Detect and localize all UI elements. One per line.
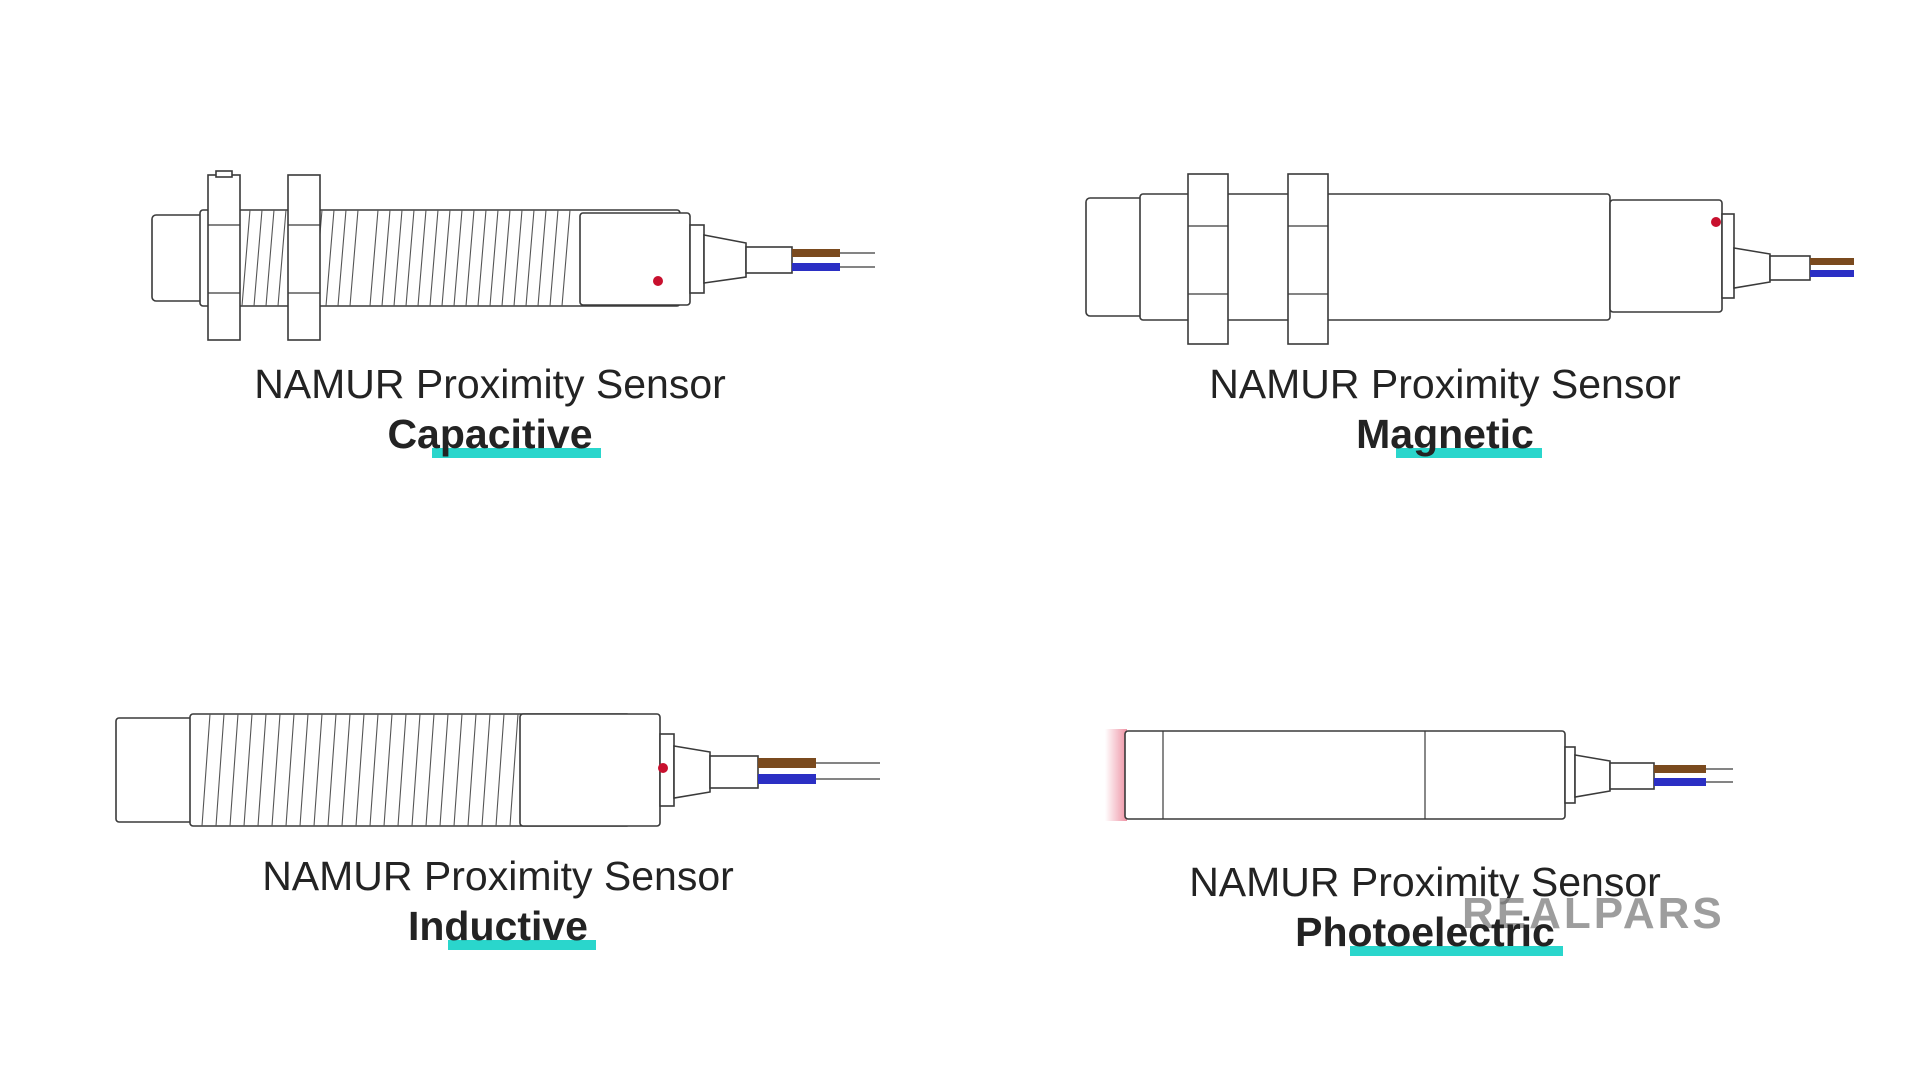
photoelectric-caption: NAMUR Proximity Sensor Photoelectric [1105, 858, 1745, 958]
caption-type: Capacitive [387, 408, 601, 460]
caption-title: NAMUR Proximity Sensor [1189, 859, 1661, 905]
photoelectric-sensor-drawing [1105, 729, 1733, 821]
caption-type-text: Photoelectric [1295, 909, 1555, 955]
brown-wire [1810, 258, 1854, 265]
caption-title: NAMUR Proximity Sensor [262, 853, 734, 899]
magnetic-sensor-drawing [1085, 173, 1854, 345]
brown-wire [1654, 765, 1706, 773]
light-beam [1105, 729, 1127, 821]
blue-wire [1654, 778, 1706, 786]
capacitive-caption: NAMUR Proximity Sensor Capacitive [170, 360, 810, 460]
caption-title: NAMUR Proximity Sensor [254, 361, 726, 407]
caption-type-text: Inductive [408, 903, 588, 949]
brown-wire [758, 758, 816, 768]
inductive-sensor-drawing [115, 713, 880, 827]
caption-type: Photoelectric [1295, 906, 1563, 958]
inductive-caption: NAMUR Proximity Sensor Inductive [178, 852, 818, 952]
blue-wire [1810, 270, 1854, 277]
capacitive-sensor-drawing [151, 170, 875, 341]
led-indicator [658, 763, 668, 773]
caption-type: Magnetic [1356, 408, 1542, 460]
led-indicator [653, 276, 663, 286]
caption-type: Inductive [408, 900, 596, 952]
realpars-logo: REALPARS [1462, 889, 1725, 936]
blue-wire [792, 263, 840, 271]
caption-title: NAMUR Proximity Sensor [1209, 361, 1681, 407]
thread-lines [201, 713, 519, 827]
led-indicator [1711, 217, 1721, 227]
caption-type-text: Capacitive [387, 411, 593, 457]
blue-wire [758, 774, 816, 784]
caption-type-text: Magnetic [1356, 411, 1534, 457]
magnetic-caption: NAMUR Proximity Sensor Magnetic [1125, 360, 1765, 460]
realpars-logo-text: REALPARS [1462, 889, 1725, 936]
brown-wire [792, 249, 840, 257]
